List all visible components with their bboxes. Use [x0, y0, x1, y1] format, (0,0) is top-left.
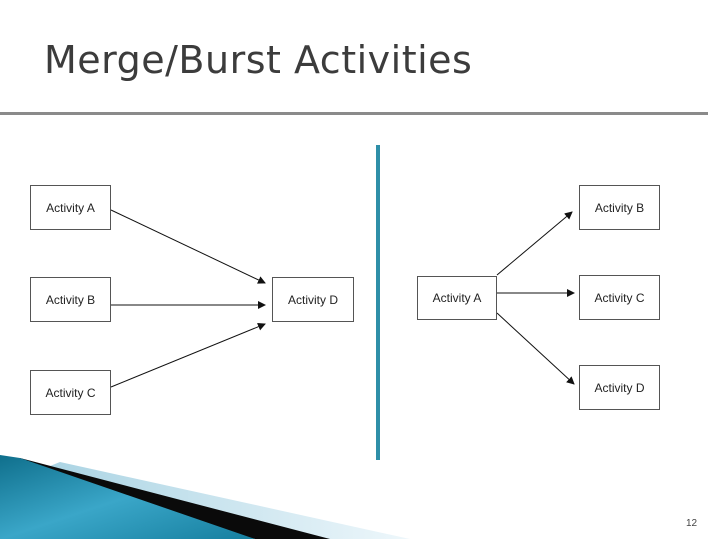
burst-activity-a: Activity A	[417, 276, 497, 320]
title-underline	[0, 112, 708, 115]
arrow-merge-a	[110, 209, 266, 284]
slide-title: Merge/Burst Activities	[44, 38, 473, 82]
burst-activity-c: Activity C	[579, 275, 660, 320]
arrow-burst-d	[496, 312, 575, 385]
arrow-merge-c	[110, 322, 266, 388]
arrow-burst-b	[496, 211, 573, 276]
burst-activity-b: Activity B	[579, 185, 660, 230]
merge-activity-b: Activity B	[30, 277, 111, 322]
merge-activity-d: Activity D	[272, 277, 354, 322]
swoosh-dark	[0, 458, 330, 539]
merge-activity-a: Activity A	[30, 185, 111, 230]
swoosh-light	[40, 462, 410, 539]
page-number: 12	[686, 518, 698, 529]
merge-activity-c: Activity C	[30, 370, 111, 415]
burst-activity-d: Activity D	[579, 365, 660, 410]
swoosh-teal	[0, 455, 255, 539]
